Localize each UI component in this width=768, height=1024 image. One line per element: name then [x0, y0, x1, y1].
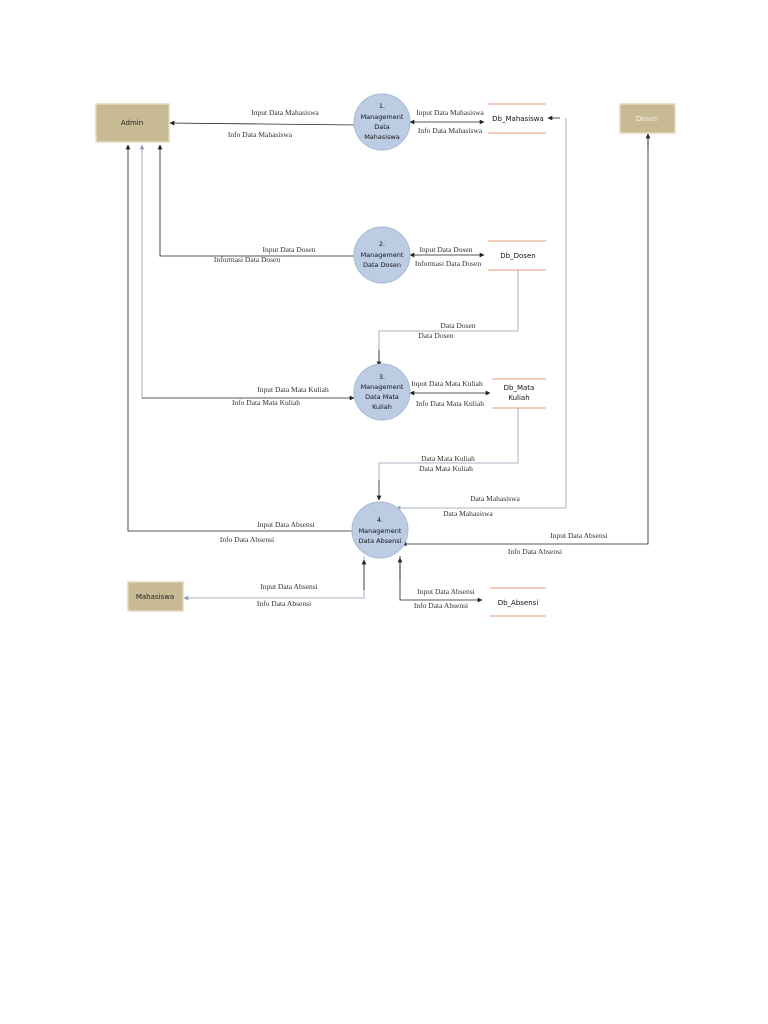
- flow-p4-mahasiswa: [183, 556, 365, 601]
- label-dbmk-p4-a: Data Mata Kuliah: [421, 454, 475, 463]
- label-admin-p4-in: Input Data Absensi: [257, 520, 315, 529]
- process-4: 4. Management Data Absensi: [351, 501, 409, 559]
- label-p2-db-in: Input Data Dosen: [420, 245, 473, 254]
- label-mhs-p4-out: Info Data Absensi: [257, 599, 311, 608]
- label-dbdosen-p3-b: Data Dosen: [418, 331, 453, 340]
- entity-admin-label: Admin: [121, 119, 143, 127]
- label-p3-db-out: Info Data Mata Kuliah: [416, 399, 484, 408]
- process-4-line2: Data Absensi: [359, 537, 402, 545]
- store-db-matakuliah-label2: Kuliah: [508, 394, 529, 402]
- process-3: 3. Management Data Mata Kuliah: [353, 363, 411, 421]
- process-3-line1: Management: [361, 383, 404, 391]
- store-db-absensi-label: Db_Absensi: [498, 599, 539, 607]
- flow-dosen-p4: [401, 133, 649, 547]
- label-admin-p2-out: Informasi Data Dosen: [214, 255, 280, 264]
- flow-admin-p1: [169, 120, 357, 126]
- label-admin-p1-in: Input Data Mahasiswa: [251, 108, 319, 117]
- process-3-line3: Kuliah: [372, 403, 392, 411]
- flow-admin-p4: [125, 144, 354, 532]
- process-3-number: 3.: [379, 373, 385, 381]
- label-mhs-p4-in: Input Data Absensi: [260, 582, 318, 591]
- label-dbmk-p4-b: Data Mata Kuliah: [419, 464, 473, 473]
- store-db-absensi: Db_Absensi: [490, 587, 546, 617]
- label-dosen-p4-out: Info Data Absensi: [508, 547, 562, 556]
- process-1-line1: Management: [361, 113, 404, 121]
- entity-dosen-label: Dosen: [636, 115, 658, 123]
- process-4-number: 4.: [377, 516, 383, 524]
- process-3-line2: Data Mata: [365, 393, 399, 401]
- flow-dbdosen-p3: [378, 270, 519, 366]
- label-p4-db-out: Info Data Absensi: [414, 601, 468, 610]
- entity-admin: Admin: [95, 103, 170, 143]
- store-db-dosen-label: Db_Dosen: [500, 252, 535, 260]
- label-admin-p3-in: Input Data Mata Kuliah: [257, 385, 329, 394]
- process-2-number: 2.: [379, 240, 385, 248]
- label-admin-p2-in: Input Data Dosen: [263, 245, 316, 254]
- flow-dbmhs-p4: [395, 118, 567, 511]
- label-dosen-p4-in: Input Data Absensi: [550, 531, 608, 540]
- process-4-line1: Management: [359, 527, 402, 535]
- process-1-line3: Mahasiswa: [364, 133, 400, 141]
- store-db-matakuliah: Db_Mata Kuliah: [492, 378, 546, 409]
- store-db-mahasiswa-label: Db_Mahasiswa: [492, 115, 544, 123]
- process-2-line1: Management: [361, 251, 404, 259]
- store-db-matakuliah-label1: Db_Mata: [504, 384, 535, 392]
- process-1-line2: Data: [374, 123, 390, 131]
- process-1-number: 1.: [379, 102, 385, 110]
- entity-mahasiswa-label: Mahasiswa: [136, 593, 174, 601]
- flow-admin-p2: [157, 144, 354, 257]
- label-dbdosen-p3-a: Data Dosen: [440, 321, 475, 330]
- label-dbmhs-p4-b: Data Mahasiswa: [443, 509, 493, 518]
- flow-dbmk-p4: [378, 408, 519, 480]
- label-p1-db-out: Info Data Mahasiswa: [418, 126, 483, 135]
- label-admin-p4-out: Info Data Absensi: [220, 535, 274, 544]
- label-p2-db-out: Informasi Data Dosen: [415, 259, 481, 268]
- label-p4-db-in: Input Data Absensi: [417, 587, 475, 596]
- process-2: 2. Management Data Dosen: [353, 226, 411, 284]
- label-admin-p3-out: Info Data Mata Kuliah: [232, 398, 300, 407]
- label-dbmhs-p4-a: Data Mahasiswa: [470, 494, 520, 503]
- store-db-dosen: Db_Dosen: [488, 240, 546, 271]
- store-db-mahasiswa: Db_Mahasiswa: [488, 103, 546, 134]
- label-p3-db-in: Input Data Mata Kuliah: [411, 379, 483, 388]
- entity-dosen: Dosen: [619, 103, 676, 134]
- entity-mahasiswa: Mahasiswa: [127, 581, 184, 612]
- label-admin-p1-out: Info Data Mahasiswa: [228, 130, 293, 139]
- label-p1-db-in: Input Data Mahasiswa: [416, 108, 484, 117]
- process-1: 1. Management Data Mahasiswa: [353, 93, 411, 151]
- process-2-line2: Data Dosen: [363, 261, 401, 269]
